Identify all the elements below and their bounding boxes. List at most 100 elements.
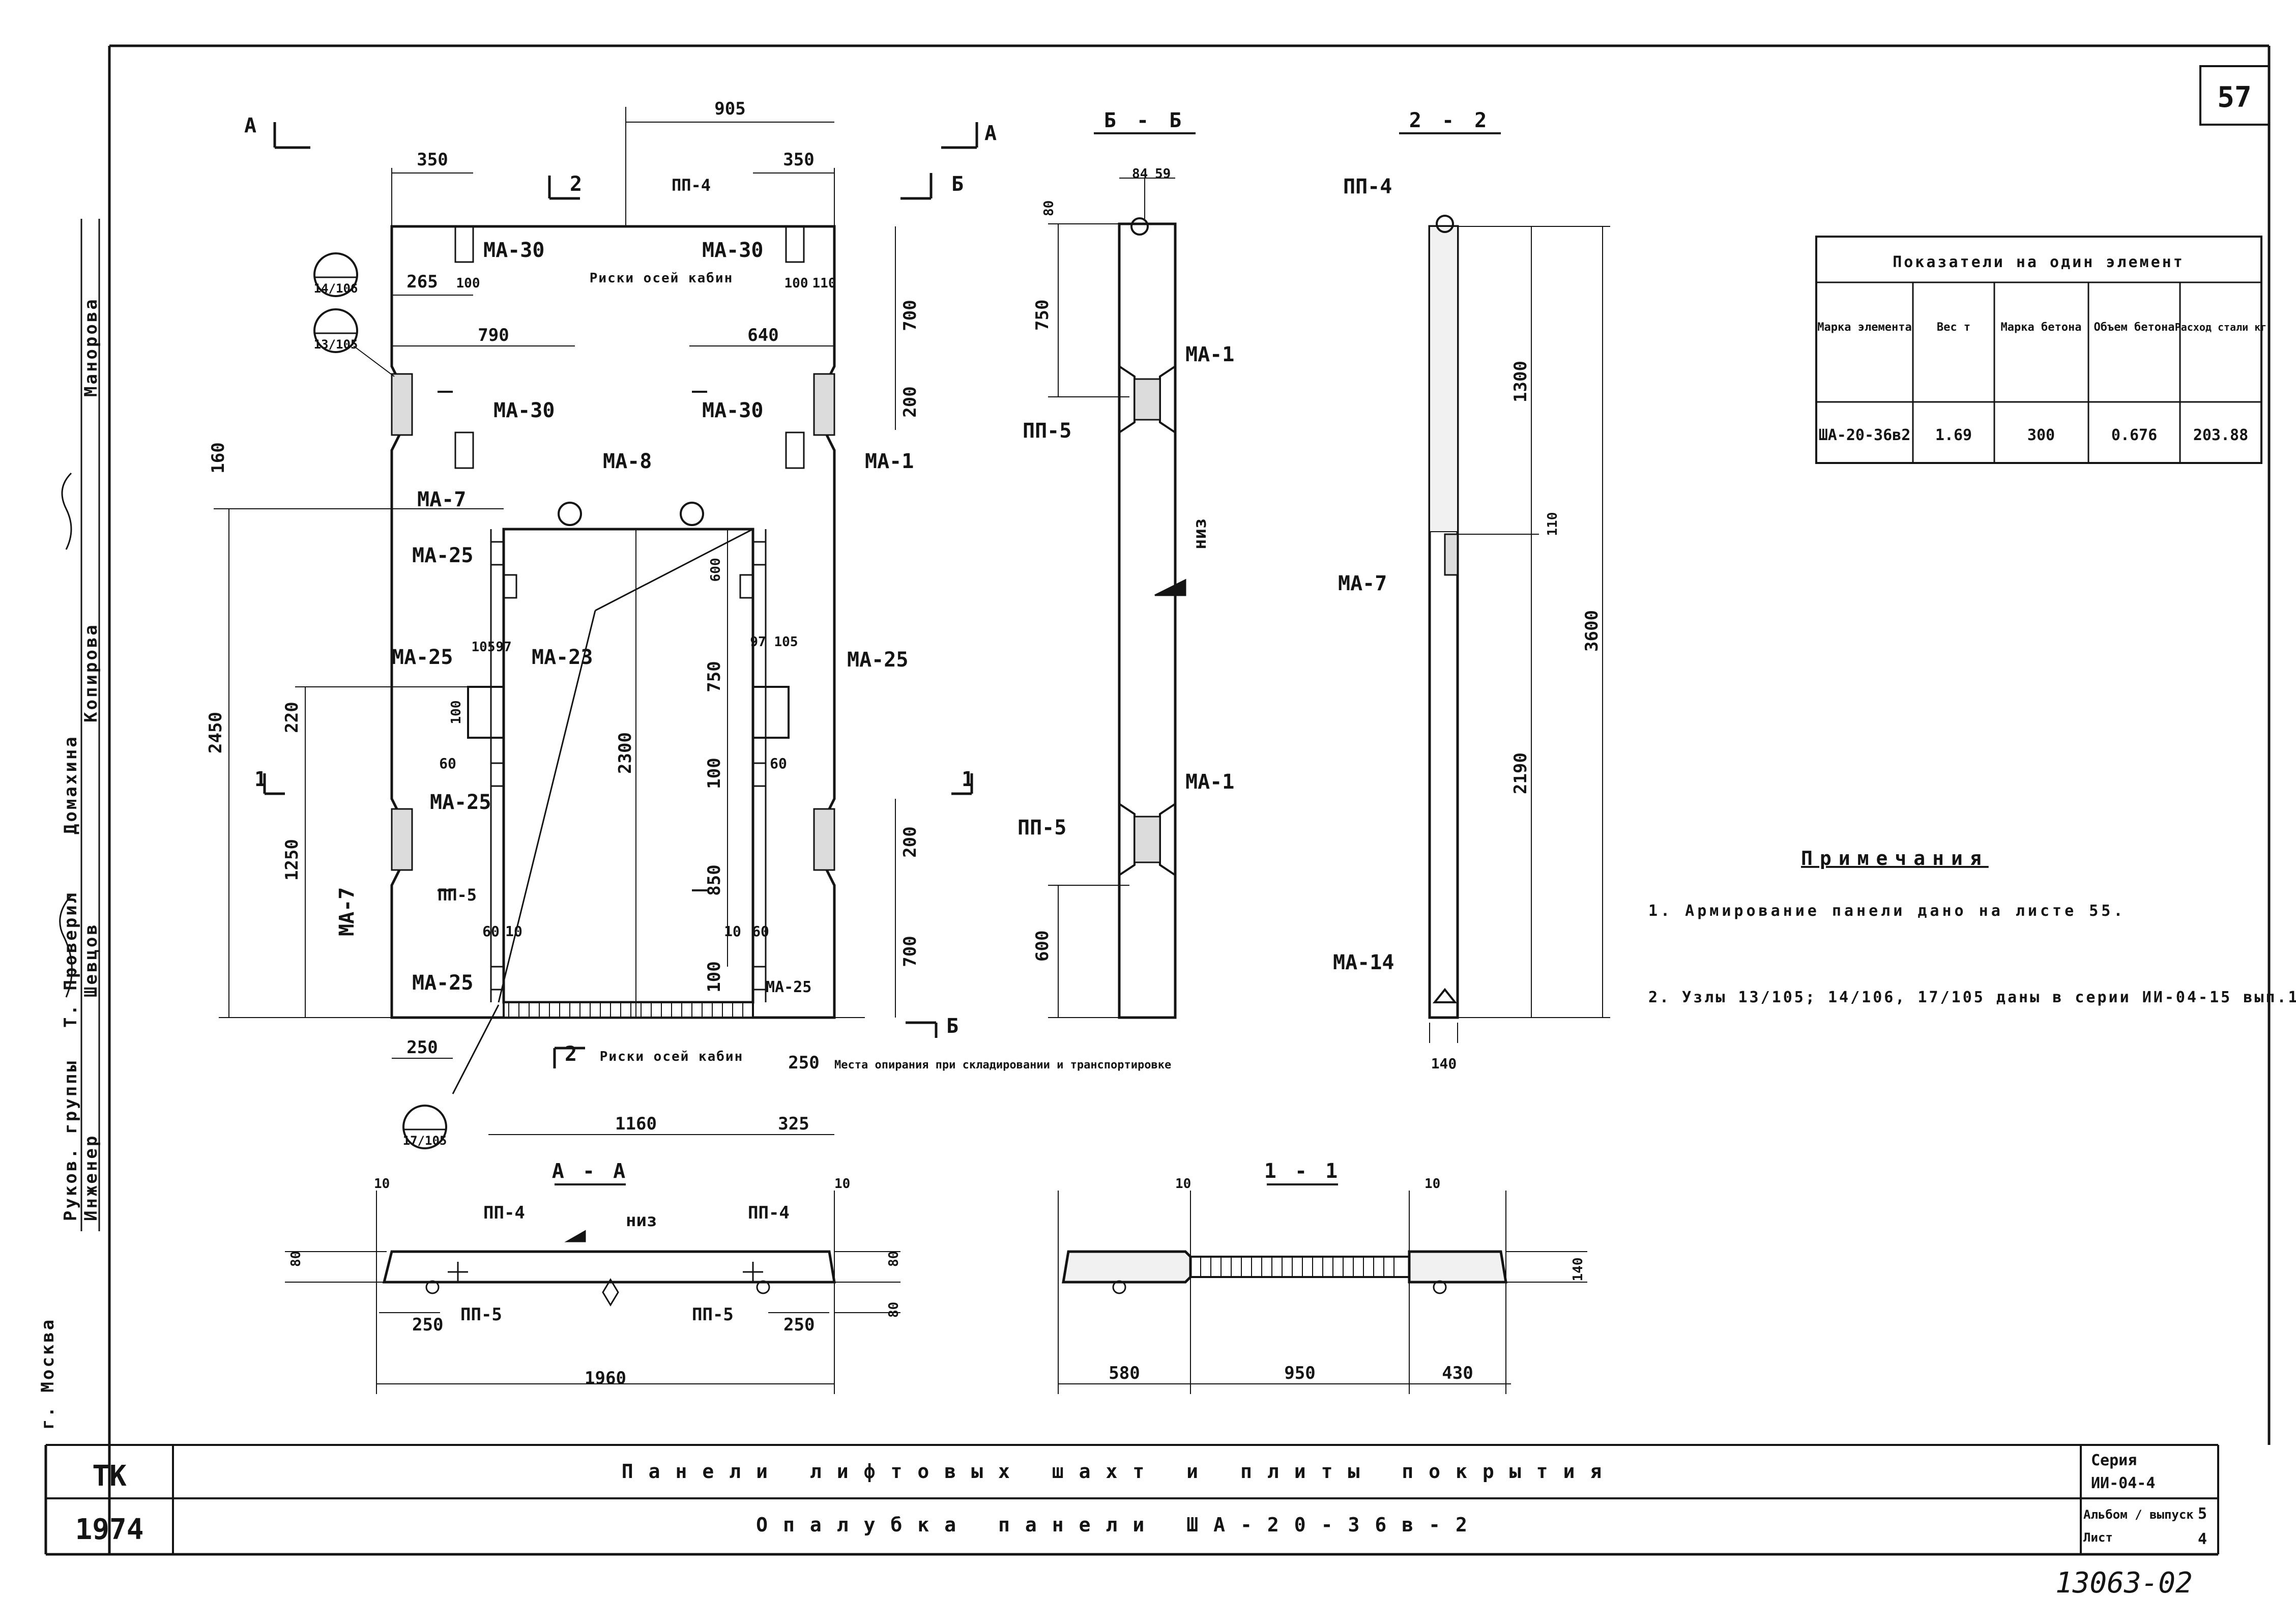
header-mark: Марка элемента — [1817, 321, 1911, 334]
aa-dim-80-left: 80 — [288, 1251, 304, 1267]
dim-10-b: 10 — [724, 923, 741, 940]
aa-dim-250-right: 250 — [783, 1315, 815, 1335]
embed-ma30-mid-left — [454, 431, 474, 469]
dim-60-b: 60 — [482, 923, 500, 940]
bb-dim-80: 80 — [1041, 200, 1057, 216]
label-ma30-2: МА-30 — [702, 239, 763, 262]
sheet-number: 57 — [2217, 81, 2251, 114]
dim-750: 750 — [704, 661, 724, 692]
dim-97-left: 97 — [496, 640, 511, 655]
aa-dim-10-left: 10 — [374, 1176, 390, 1192]
dim-105-right: 105 — [774, 634, 798, 650]
signature-role-2: Инженер — [81, 1134, 101, 1221]
bb-label-ma1-top: МА-1 — [1185, 343, 1234, 366]
section-bb-title: Б - Б — [1104, 109, 1185, 132]
s22-dim-3600: 3600 — [1582, 610, 1602, 652]
cell-weight: 1.69 — [1935, 426, 1972, 444]
org-abbreviation: ТК — [92, 1460, 127, 1493]
signature-strip: Руков. группы Инженер Т. Проверил Маноро… — [38, 219, 101, 1430]
label-pp4-top: ПП-4 — [672, 176, 711, 195]
s11-dim-950: 950 — [1284, 1363, 1315, 1383]
bb-label-ma1-bot: МА-1 — [1185, 770, 1234, 794]
s22-dim-2190: 2190 — [1510, 752, 1531, 794]
dim-97-right: 97 — [750, 634, 766, 650]
dim-2300: 2300 — [615, 732, 635, 774]
dim-700-bot: 700 — [900, 936, 920, 967]
issue-label: Альбом / выпуск — [2083, 1508, 2194, 1522]
s11-dim-580: 580 — [1109, 1363, 1140, 1383]
dim-790: 790 — [478, 325, 509, 345]
label-ma25-4: МА-25 — [430, 791, 491, 814]
aa-dim-80-right: 80 — [886, 1251, 902, 1267]
dim-600: 600 — [708, 558, 723, 582]
dim-200-top: 200 — [900, 386, 920, 417]
section-22: 2 - 2 ПП-4 МА-7 МА-14 1300 3600 2190 110… — [1333, 109, 1610, 1072]
dim-1160: 1160 — [615, 1114, 657, 1134]
dim-160: 160 — [208, 442, 228, 473]
indicators-title: Показатели на один элемент — [1893, 253, 2185, 271]
cell-steel: 203.88 — [2193, 426, 2248, 444]
s11-dim-10-right: 10 — [1425, 1176, 1440, 1192]
label-ma23: МА-23 — [532, 646, 593, 669]
signature-name-2: Копирова — [81, 623, 101, 722]
svg-text:13/105: 13/105 — [314, 337, 358, 352]
cell-concrete-volume: 0.676 — [2111, 426, 2157, 444]
archive-number: 13063-02 — [2055, 1567, 2193, 1600]
section-22-title: 2 - 2 — [1409, 109, 1491, 132]
s11-dim-140: 140 — [1571, 1258, 1586, 1282]
section-mark-b-bottom: Б — [946, 1015, 958, 1038]
embed-ma30-top-left — [454, 225, 474, 263]
svg-text:17/105: 17/105 — [403, 1134, 447, 1148]
embed-ma30-top-right — [785, 225, 805, 263]
header-weight: Вес т — [1937, 321, 1970, 334]
aa-dim-10-right: 10 — [834, 1176, 850, 1192]
section-aa-title: А - А — [552, 1160, 628, 1183]
indicators-table: Показатели на один элемент Марка элемент… — [1815, 236, 2266, 464]
s22-label-pp4: ПП-4 — [1343, 175, 1392, 198]
label-ma1: МА-1 — [865, 450, 914, 473]
dim-350-left: 350 — [417, 150, 448, 170]
label-ma8: МА-8 — [603, 450, 652, 473]
bb-dim-59: 59 — [1155, 166, 1171, 182]
section-mark-a-right: А — [984, 122, 997, 145]
embed-ma8-right — [680, 502, 704, 526]
label-ma25-3: МА-25 — [847, 648, 908, 672]
s22-label-ma7: МА-7 — [1338, 572, 1387, 595]
label-ma25-1: МА-25 — [412, 544, 473, 567]
bb-label-pp5-top: ПП-5 — [1023, 419, 1071, 443]
svg-text:14/106: 14/106 — [314, 281, 358, 296]
sheet-number-box: 57 — [2199, 65, 2270, 126]
label-pp5: ПП-5 — [438, 885, 477, 905]
dim-265: 265 — [406, 272, 438, 292]
dim-325: 325 — [778, 1114, 809, 1134]
title-main: Панели лифтовых шахт и плиты покрытия — [622, 1460, 1617, 1483]
section-11-title: 1 - 1 — [1264, 1160, 1341, 1183]
dim-850: 850 — [704, 864, 724, 895]
handwritten-signature — [59, 472, 73, 998]
aa-label-pp5-left: ПП-5 — [460, 1305, 502, 1325]
callout-17-105: 17/105 — [402, 1105, 447, 1149]
issue-value: 5 — [2198, 1505, 2207, 1523]
section-11: 1 - 1 10 10 580 950 430 140 — [1058, 1160, 1587, 1394]
dim-100-d: 100 — [704, 758, 724, 789]
embed-right-notch-lower — [813, 808, 835, 871]
callout-13-105: 13/105 — [313, 308, 358, 353]
dim-100-a: 100 — [456, 276, 480, 291]
s22-dim-1300: 1300 — [1510, 361, 1531, 402]
dim-60-a: 60 — [439, 755, 456, 772]
series-label: Серия — [2091, 1452, 2137, 1469]
section-mark-2-bottom: 2 — [565, 1042, 577, 1066]
dim-700-top: 700 — [900, 300, 920, 331]
dim-105-left: 105 — [472, 640, 496, 655]
dim-2450: 2450 — [206, 712, 226, 753]
label-ma7-side: МА-7 — [335, 887, 359, 936]
dim-10-a: 10 — [505, 923, 522, 940]
main-elevation: 905 350 350 265 100 100 110 700 790 640 … — [206, 99, 1171, 1149]
section-mark-b-top: Б — [951, 172, 964, 196]
notes-title: Примечания — [1801, 847, 1989, 870]
embed-left-notch-upper — [391, 373, 413, 436]
s22-dim-140: 140 — [1431, 1055, 1457, 1072]
embed-ma8-left — [558, 502, 582, 526]
dim-1250: 1250 — [282, 839, 302, 881]
aa-label-pp4-left: ПП-4 — [483, 1203, 525, 1223]
